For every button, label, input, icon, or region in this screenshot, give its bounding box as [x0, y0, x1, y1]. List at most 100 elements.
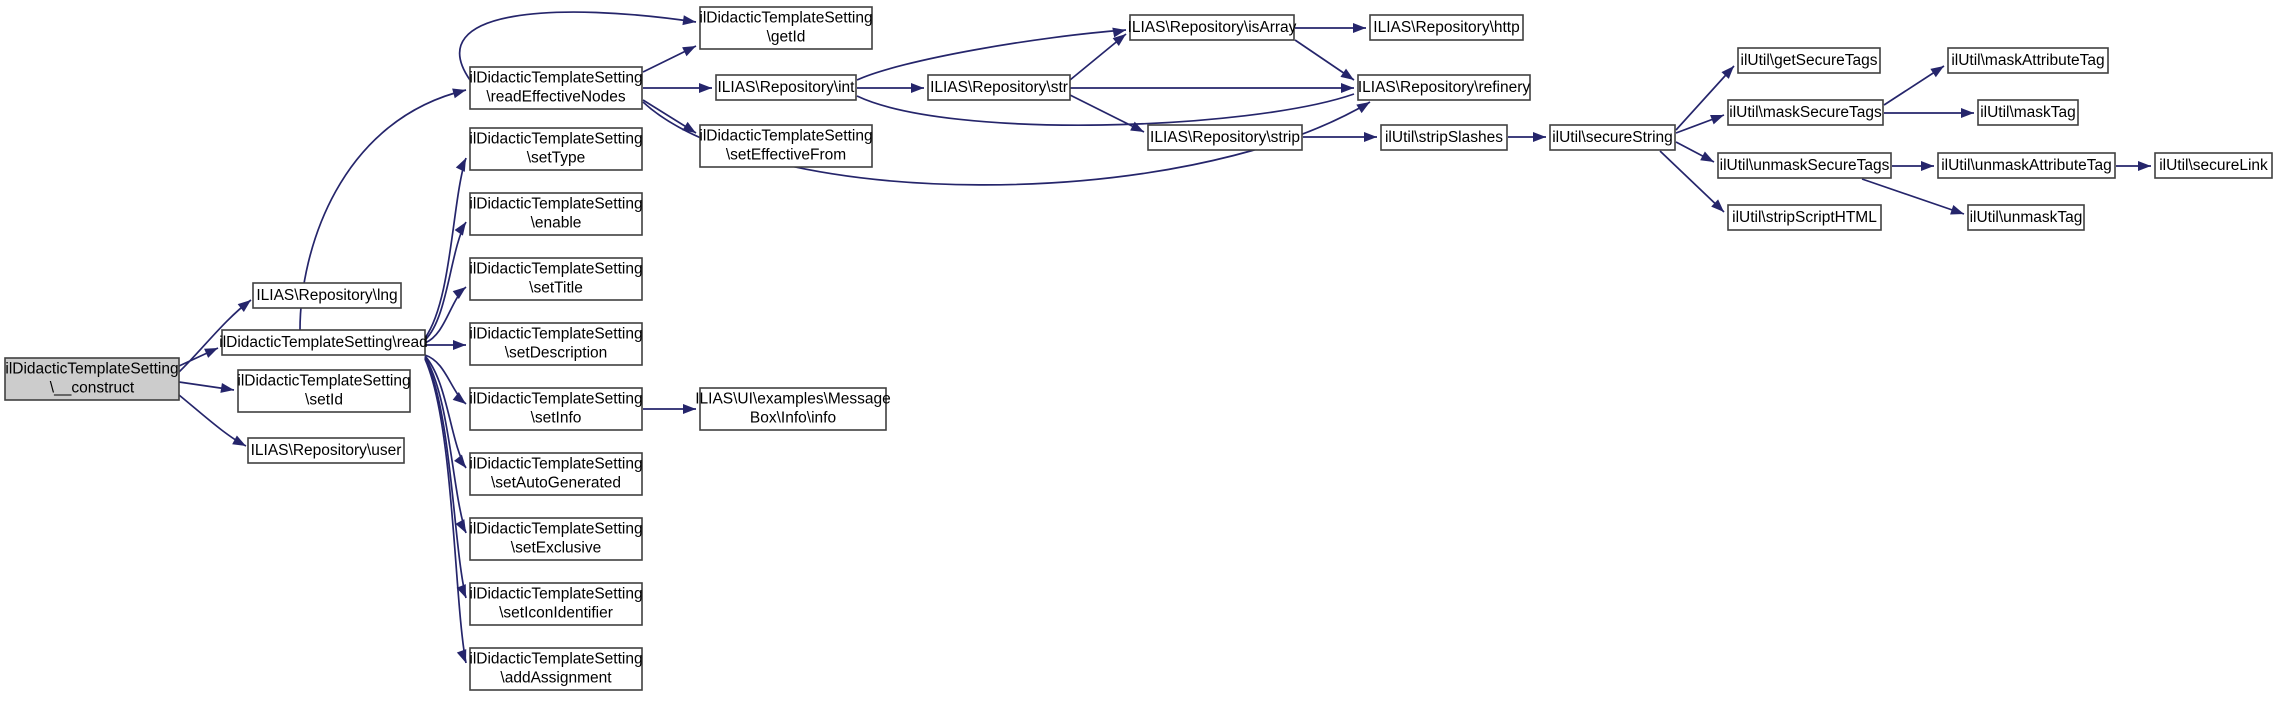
graph-node-secureLink[interactable]: ilUtil\secureLink [2154, 152, 2273, 179]
node-box[interactable] [469, 66, 643, 110]
graph-node-setType[interactable]: ilDidacticTemplateSetting\setType [469, 127, 643, 171]
node-label-line1: ilDidacticTemplateSetting [469, 456, 642, 473]
graph-node-refinery[interactable]: ILIAS\Repository\refinery [1357, 74, 1531, 101]
node-label-line2: \setTitle [529, 280, 583, 297]
graph-node-setIconIdentifier[interactable]: ilDidacticTemplateSetting\setIconIdentif… [469, 582, 643, 626]
node-box[interactable] [1357, 74, 1531, 101]
node-box[interactable] [469, 647, 643, 691]
graph-node-str[interactable]: ILIAS\Repository\str [927, 74, 1071, 101]
graph-node-stripSlashes[interactable]: ilUtil\stripSlashes [1380, 124, 1508, 151]
node-box[interactable] [1380, 124, 1508, 151]
node-label-line2: \setExclusive [511, 540, 601, 557]
graph-node-setDescription[interactable]: ilDidacticTemplateSetting \setDescription [469, 322, 643, 366]
node-box[interactable] [715, 74, 857, 101]
graph-node-setExclusive[interactable]: ilDidacticTemplateSetting\setExclusive [469, 517, 643, 561]
node-box[interactable] [1737, 47, 1881, 74]
graph-node-setTitle[interactable]: ilDidacticTemplateSetting\setTitle [469, 257, 643, 301]
node-label-line1: ilDidacticTemplateSetting [469, 196, 642, 213]
graph-node-setEffectiveFrom[interactable]: ilDidacticTemplateSetting\setEffectiveFr… [699, 124, 873, 168]
node-box[interactable] [1129, 14, 1295, 41]
edge-arrowhead-icon [452, 392, 466, 404]
edge-arrowhead-icon [683, 404, 696, 414]
node-box[interactable] [469, 322, 643, 366]
node-box[interactable] [237, 369, 411, 413]
node-box[interactable] [221, 329, 426, 356]
graph-node-readEffectiveNodes[interactable]: ilDidacticTemplateSetting\readEffectiveN… [469, 66, 643, 110]
graph-node-setInfo[interactable]: ilDidacticTemplateSetting\setInfo [469, 387, 643, 431]
node-box[interactable] [1369, 14, 1524, 41]
graph-node-user[interactable]: ILIAS\Repository\user [247, 437, 405, 464]
graph-node-addAssignment[interactable]: ilDidacticTemplateSetting\addAssignment [469, 647, 643, 691]
node-box[interactable] [1967, 204, 2085, 231]
graph-node-secureString[interactable]: ilUtil\secureString [1549, 124, 1676, 151]
node-label-line1: ILIAS\UI\examples\Message [695, 391, 891, 408]
node-box[interactable] [469, 517, 643, 561]
node-box[interactable] [469, 582, 643, 626]
call-edge [1861, 178, 1965, 215]
graph-node-stripScriptHTML[interactable]: ilUtil\stripScriptHTML [1727, 204, 1882, 231]
node-label-line1: ilUtil\stripScriptHTML [1732, 209, 1877, 226]
graph-node-http[interactable]: ILIAS\Repository\http [1369, 14, 1524, 41]
graph-node-setId[interactable]: ilDidacticTemplateSetting \setId [237, 369, 411, 413]
node-box[interactable] [1937, 152, 2116, 179]
edge-arrowhead-icon [452, 287, 466, 299]
node-box[interactable] [252, 282, 402, 309]
call-edge [856, 93, 1355, 126]
graph-node-getId[interactable]: ilDidacticTemplateSetting\getId [699, 6, 873, 50]
graph-node-construct[interactable]: ilDidacticTemplateSetting\__construct [4, 357, 180, 401]
call-edge [424, 157, 467, 339]
graph-node-int[interactable]: ILIAS\Repository\int [715, 74, 857, 101]
edge-arrowhead-icon [1721, 66, 1734, 79]
node-label-line2: \setId [305, 392, 343, 409]
node-label-line2: \setDescription [505, 345, 608, 362]
graph-node-lng[interactable]: ILIAS\Repository\lng [252, 282, 402, 309]
graph-node-enable[interactable]: ilDidacticTemplateSetting\enable [469, 192, 643, 236]
node-box[interactable] [469, 127, 643, 171]
node-box[interactable] [469, 257, 643, 301]
node-box[interactable] [699, 387, 887, 431]
graph-node-isArray[interactable]: ILIAS\Repository\isArray [1128, 14, 1297, 41]
node-label-line1: ilDidacticTemplateSetting [699, 10, 872, 27]
node-box[interactable] [4, 357, 180, 401]
node-box[interactable] [927, 74, 1071, 101]
node-label-line1: ilDidacticTemplateSetting [237, 373, 410, 390]
edge-arrowhead-icon [1112, 27, 1126, 38]
node-box[interactable] [247, 437, 405, 464]
node-box[interactable] [2154, 152, 2273, 179]
node-box[interactable] [1549, 124, 1676, 151]
graph-node-setAutoGenerated[interactable]: ilDidacticTemplateSetting\setAutoGenerat… [469, 452, 643, 496]
node-label-line1: ILIAS\Repository\isArray [1128, 19, 1297, 36]
node-box[interactable] [469, 192, 643, 236]
edge-arrowhead-icon [1930, 66, 1944, 78]
node-box[interactable] [1977, 99, 2079, 126]
node-box[interactable] [469, 387, 643, 431]
graph-node-strip[interactable]: ILIAS\Repository\strip [1147, 124, 1303, 151]
graph-node-unmaskTag[interactable]: ilUtil\unmaskTag [1967, 204, 2085, 231]
graph-node-maskAttributeTag[interactable]: ilUtil\maskAttributeTag [1947, 47, 2109, 74]
edge-arrowhead-icon [682, 46, 696, 57]
node-label-line1: ilDidacticTemplateSetting [699, 128, 872, 145]
edge-arrowhead-icon [1700, 151, 1714, 162]
graph-node-read[interactable]: ilDidacticTemplateSetting\read [219, 329, 428, 356]
edge-arrowhead-icon [1340, 68, 1354, 80]
node-box[interactable] [699, 124, 873, 168]
node-box[interactable] [1147, 124, 1303, 151]
node-box[interactable] [699, 6, 873, 50]
graph-node-getSecureTags[interactable]: ilUtil\getSecureTags [1737, 47, 1881, 74]
node-label-line1: ilUtil\stripSlashes [1385, 129, 1503, 146]
graph-node-maskSecureTags[interactable]: ilUtil\maskSecureTags [1727, 99, 1884, 126]
graph-node-unmaskSecureTags[interactable]: ilUtil\unmaskSecureTags [1717, 152, 1892, 179]
graph-node-maskTag[interactable]: ilUtil\maskTag [1977, 99, 2079, 126]
node-label-line1: ilDidacticTemplateSetting [469, 326, 642, 343]
node-label-line1: ilUtil\secureString [1552, 129, 1673, 146]
edge-arrowhead-icon [453, 340, 466, 350]
node-box[interactable] [1727, 99, 1884, 126]
node-box[interactable] [1947, 47, 2109, 74]
graph-node-unmaskAttributeTag[interactable]: ilUtil\unmaskAttributeTag [1937, 152, 2116, 179]
node-box[interactable] [1717, 152, 1892, 179]
node-box[interactable] [1727, 204, 1882, 231]
node-label-line1: ilDidacticTemplateSetting [469, 586, 642, 603]
node-box[interactable] [469, 452, 643, 496]
